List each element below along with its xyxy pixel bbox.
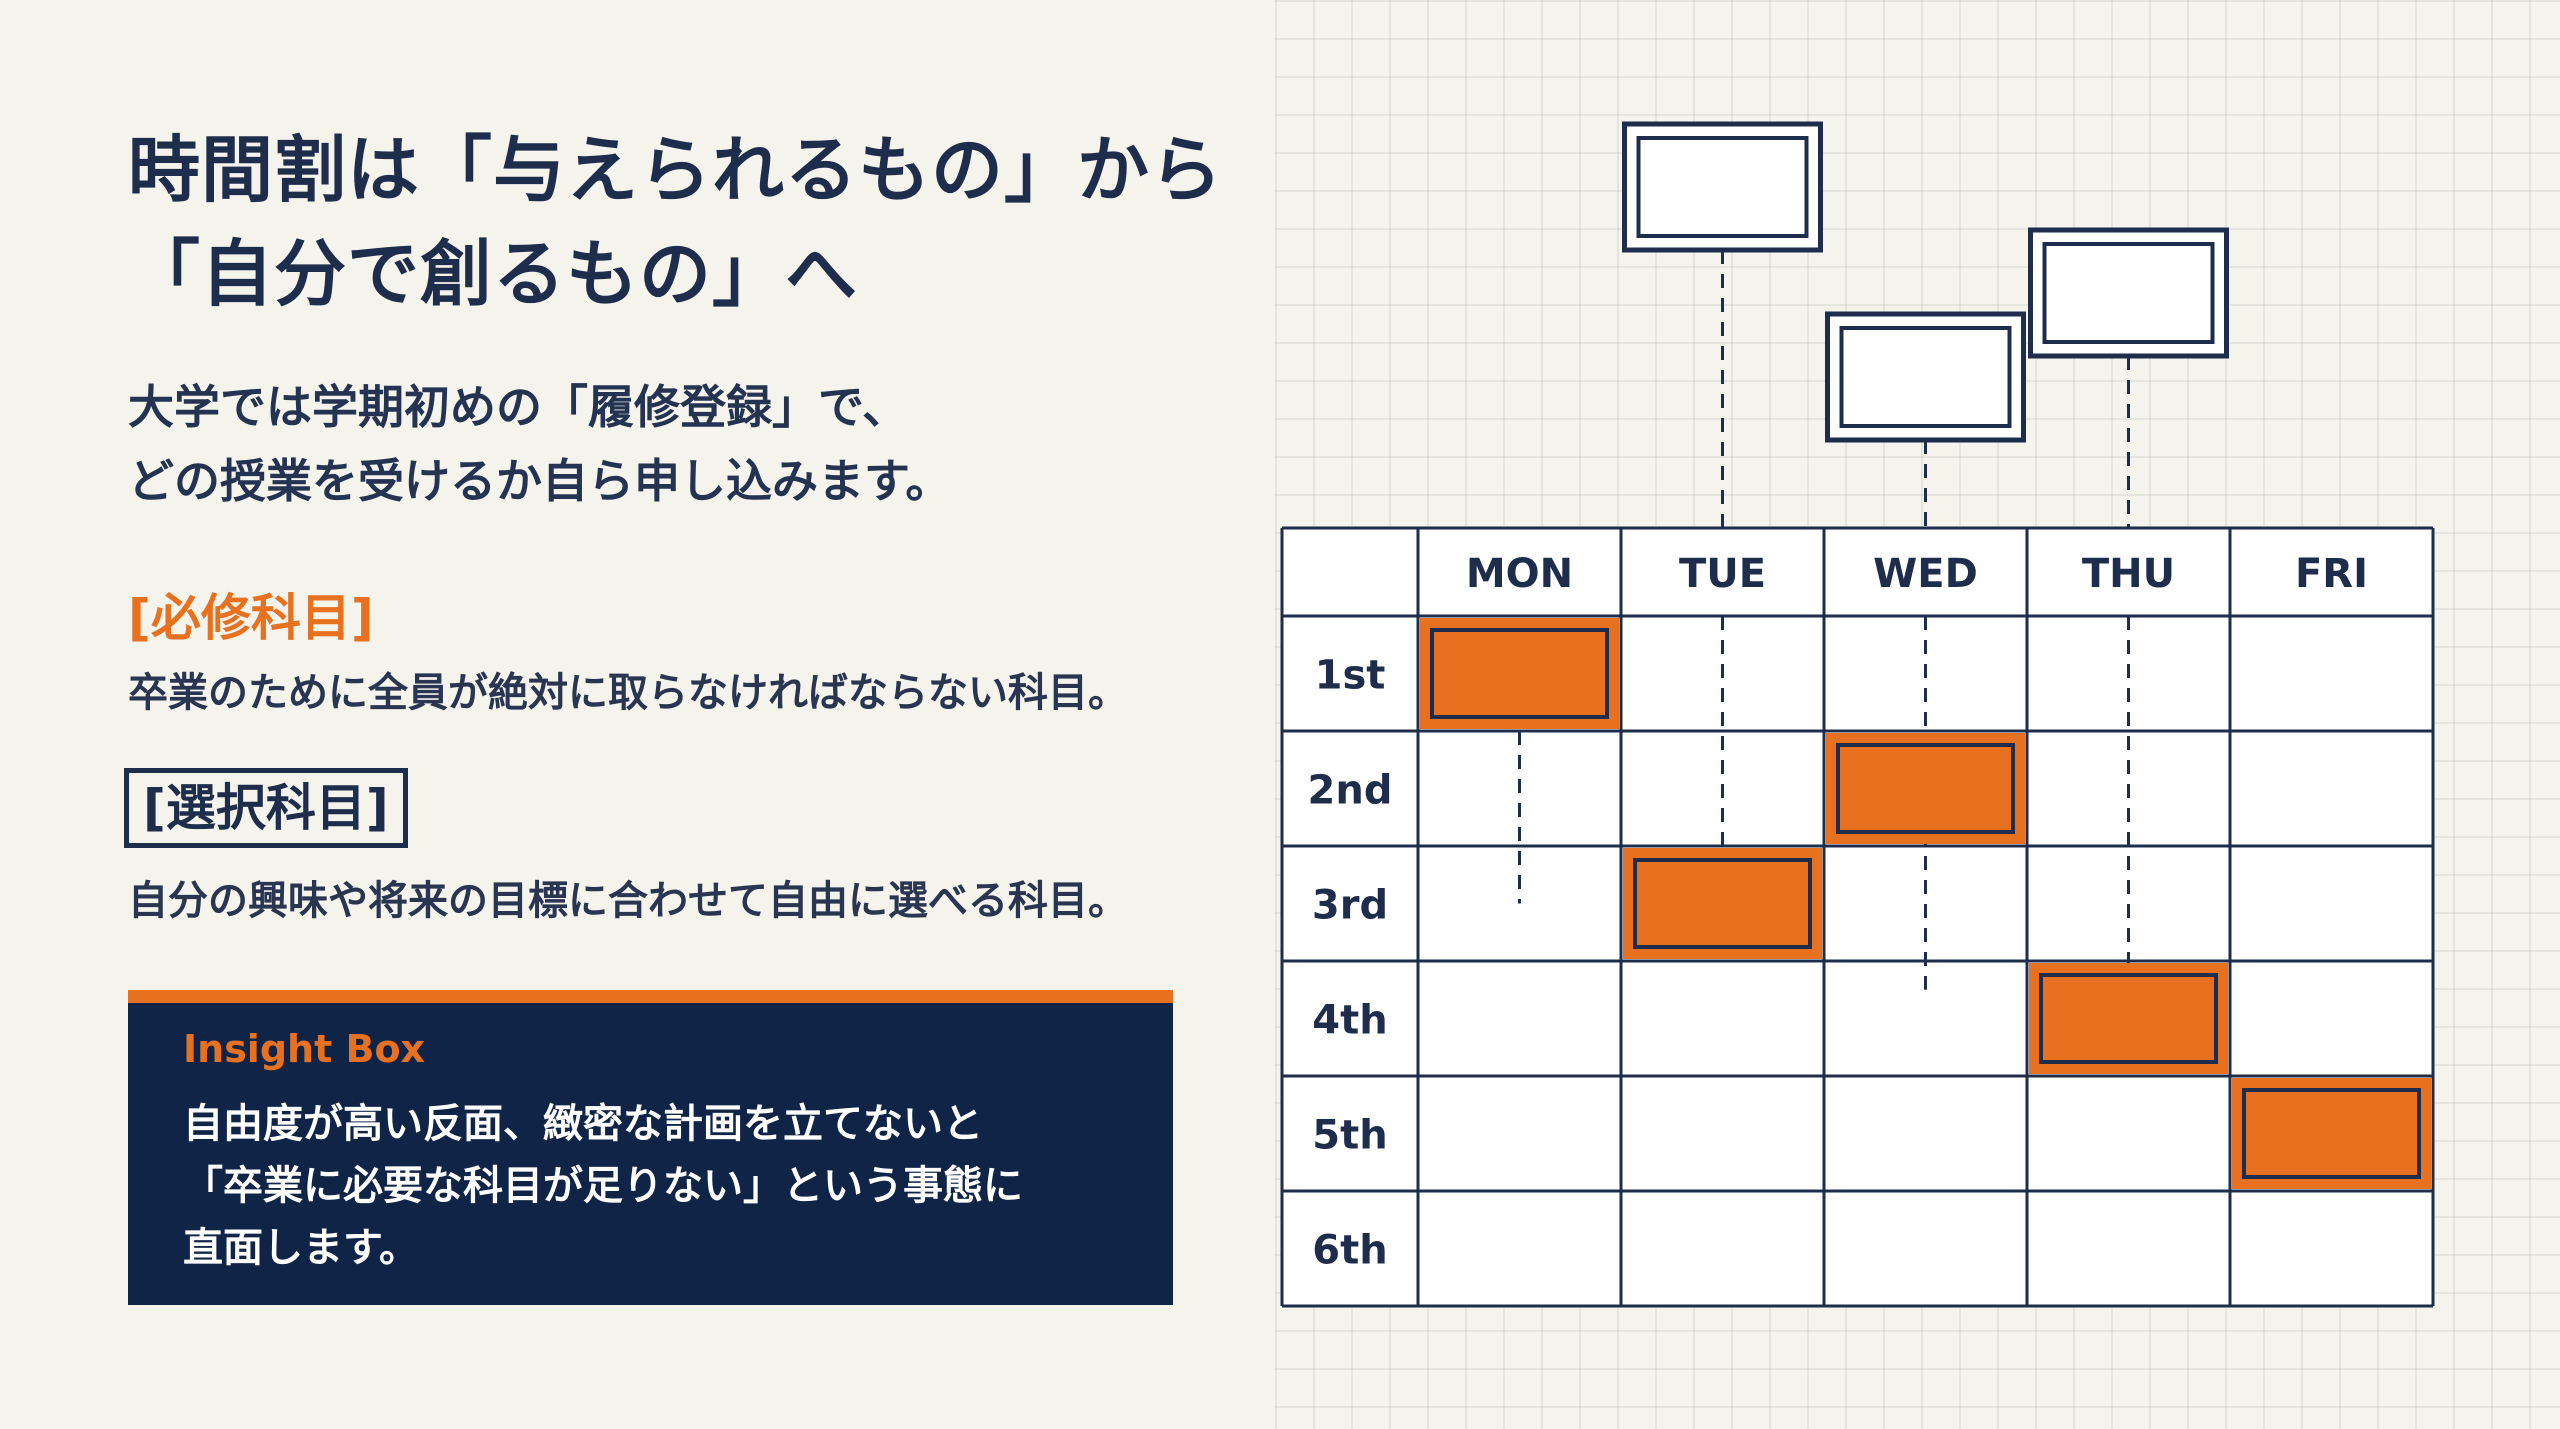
period-label-1st: 1st <box>1315 653 1386 699</box>
insight-line-3: 直面します。 <box>183 1225 419 1271</box>
empty-course-card-inner <box>2042 242 2215 344</box>
filled-slot <box>1420 618 1619 729</box>
empty-course-card <box>2028 227 2229 359</box>
intro-line-1: 大学では学期初めの「履修登録」で、 <box>128 380 909 434</box>
filled-slot-inner-frame <box>1430 628 1609 719</box>
period-label-6th: 6th <box>1312 1228 1387 1274</box>
period-label-5th: 5th <box>1312 1113 1387 1159</box>
filled-slot-inner-frame <box>2039 973 2218 1064</box>
required-subject-description: 卒業のために全員が絶対に取らなければならない科目。 <box>128 670 1128 716</box>
insight-line-2: 「卒業に必要な科目が足りない」という事態に <box>183 1163 1023 1209</box>
page-title: 時間割は「与えられるもの」から 「自分で創るもの」へ <box>128 118 1223 326</box>
empty-course-card <box>1622 121 1823 253</box>
empty-course-card-inner <box>1636 136 1809 238</box>
insight-box-body: 自由度が高い反面、緻密な計画を立てないと 「卒業に必要な科目が足りない」という事… <box>183 1093 1023 1279</box>
insight-box-title: Insight Box <box>183 1027 426 1071</box>
intro-text: 大学では学期初めの「履修登録」で、 どの授業を受けるか自ら申し込みます。 <box>128 370 951 518</box>
day-header-fri: FRI <box>2295 551 2368 597</box>
elective-subject-description: 自分の興味や将来の目標に合わせて自由に選べる科目。 <box>128 878 1128 924</box>
insight-box: Insight Box 自由度が高い反面、緻密な計画を立てないと 「卒業に必要な… <box>128 990 1173 1305</box>
filled-slot-inner-frame <box>2242 1088 2421 1179</box>
filled-slot <box>1826 733 2025 844</box>
title-line-1: 時間割は「与えられるもの」から <box>128 128 1224 212</box>
insight-line-1: 自由度が高い反面、緻密な計画を立てないと <box>183 1101 983 1147</box>
period-label-3rd: 3rd <box>1312 883 1388 929</box>
empty-course-card-inner <box>1839 326 2012 428</box>
filled-slot <box>2029 963 2228 1074</box>
period-label-4th: 4th <box>1312 998 1387 1044</box>
period-label-2nd: 2nd <box>1308 768 1393 814</box>
empty-course-card <box>1825 311 2026 443</box>
day-header-mon: MON <box>1466 551 1573 597</box>
intro-line-2: どの授業を受けるか自ら申し込みます。 <box>128 454 952 508</box>
filled-slot-inner-frame <box>1633 858 1812 949</box>
required-subject-term: [必修科目] <box>128 589 374 647</box>
filled-slot <box>1623 848 1822 959</box>
title-line-2: 「自分で創るもの」へ <box>128 232 859 316</box>
filled-slot-inner-frame <box>1836 743 2015 834</box>
filled-slot <box>2232 1078 2431 1189</box>
elective-subject-term: [選択科目] <box>124 768 408 848</box>
day-header-thu: THU <box>2082 551 2175 597</box>
day-header-tue: TUE <box>1679 551 1766 597</box>
day-header-wed: WED <box>1873 551 1978 597</box>
